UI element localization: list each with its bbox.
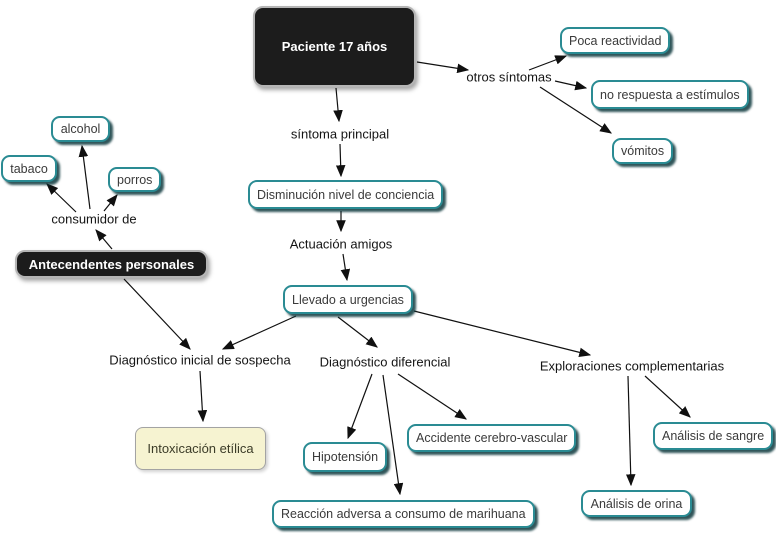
edge-actuacion-amigos--llevado-a-urgencias[interactable] [340, 253, 351, 282]
linking-phrase-otros-sintomas[interactable]: otros síntomas [466, 69, 552, 85]
node-accidente-cerebro-vascular[interactable]: Accidente cerebro-vascular [407, 424, 577, 452]
edge-diagnostico-diferencial--reaccion-adversa-marihuana[interactable] [382, 374, 404, 496]
linking-phrase-sintoma-principal[interactable]: síntoma principal [290, 126, 390, 142]
edge-otros-sintomas--no-respuesta-a-estimulos[interactable] [554, 80, 588, 91]
edge-diagnostico-diferencial--accidente-cerebro-vascular[interactable] [397, 373, 468, 420]
edge-antecendentes-personales--diagnostico-inicial[interactable] [123, 278, 191, 350]
edge-llevado-a-urgencias--exploraciones-complementarias[interactable] [413, 310, 592, 358]
node-antecendentes-personales[interactable]: Antecendentes personales [15, 250, 208, 278]
linking-phrase-actuacion-amigos[interactable]: Actuación amigos [289, 236, 393, 252]
edge-diagnostico-inicial--intoxicacion-etilica[interactable] [197, 370, 208, 423]
node-disminucion-nivel-conciencia[interactable]: Disminución nivel de conciencia [248, 180, 444, 209]
edge-paciente-17-anos--otros-sintomas[interactable] [416, 61, 470, 74]
node-no-respuesta-a-estimulos[interactable]: no respuesta a estímulos [591, 80, 749, 109]
node-reaccion-adversa-marihuana[interactable]: Reacción adversa a consumo de marihuana [272, 500, 535, 528]
node-vomitos[interactable]: vómitos [612, 138, 674, 164]
edge-consumidor-de--porros[interactable] [103, 194, 118, 212]
node-paciente-17-anos[interactable]: Paciente 17 años [253, 6, 416, 87]
edge-otros-sintomas--poca-reactividad[interactable] [528, 55, 568, 71]
node-tabaco[interactable]: tabaco [1, 155, 57, 182]
edge-otros-sintomas--vomitos[interactable] [539, 86, 613, 134]
linking-phrase-diagnostico-diferencial[interactable]: Diagnóstico diferencial [319, 354, 451, 370]
edge-sintoma-principal--disminucion-nivel-conciencia[interactable] [335, 143, 346, 178]
edge-diagnostico-diferencial--hipotension[interactable] [347, 373, 373, 440]
node-analisis-de-orina[interactable]: Análisis de orina [581, 490, 692, 517]
edge-exploraciones-complementarias--analisis-de-sangre[interactable] [644, 375, 691, 418]
edge-consumidor-de--tabaco[interactable] [46, 183, 77, 213]
edge-antecendentes-personales--consumidor-de[interactable] [95, 229, 113, 250]
node-llevado-a-urgencias[interactable]: Llevado a urgencias [283, 285, 413, 314]
edge-llevado-a-urgencias--diagnostico-diferencial[interactable] [337, 316, 378, 348]
linking-phrase-consumidor-de[interactable]: consumidor de [51, 211, 137, 227]
edge-consumidor-de--alcohol[interactable] [78, 144, 91, 210]
edge-llevado-a-urgencias--diagnostico-inicial[interactable] [221, 315, 297, 350]
node-analisis-de-sangre[interactable]: Análisis de sangre [653, 422, 774, 450]
node-poca-reactividad[interactable]: Poca reactividad [560, 27, 671, 54]
linking-phrase-exploraciones-complementarias[interactable]: Exploraciones complementarias [539, 358, 725, 374]
node-intoxicacion-etilica[interactable]: Intoxicación etílica [135, 427, 266, 470]
node-hipotension[interactable]: Hipotensión [303, 442, 388, 472]
edge-exploraciones-complementarias--analisis-de-orina[interactable] [625, 375, 636, 487]
linking-phrase-diagnostico-inicial[interactable]: Diagnóstico inicial de sospecha [109, 352, 291, 368]
edge-paciente-17-anos--sintoma-principal[interactable] [333, 87, 343, 123]
node-alcohol[interactable]: alcohol [51, 116, 110, 142]
node-porros[interactable]: porros [108, 167, 162, 192]
